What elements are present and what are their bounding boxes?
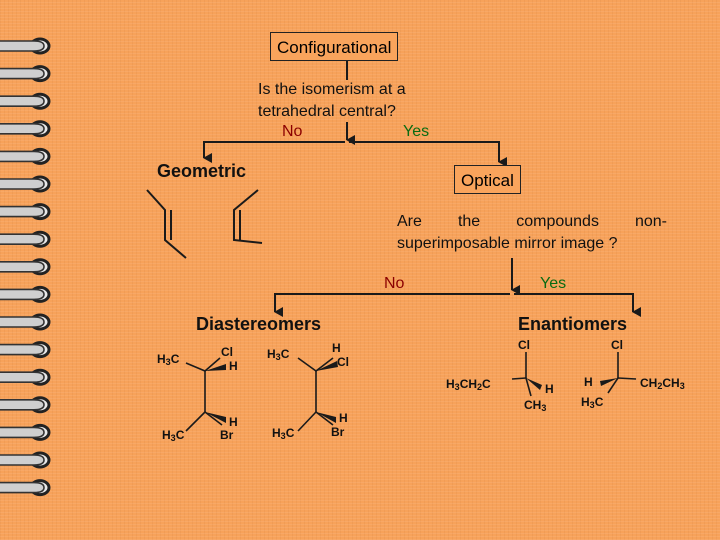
d2-c1-chlorine: Cl [337,355,349,369]
diastereomers-label: Diastereomers [196,314,322,334]
e2-chlorine: Cl [611,338,623,352]
connector-yes-optical [349,141,507,167]
d1-c2-hydrogen: H [229,415,238,429]
diastereomer-1-bonds [185,357,223,432]
spiral-ring [0,258,51,276]
spiral-ring [0,230,51,248]
spiral-ring [0,341,51,359]
spiral-ring [0,120,51,138]
d1-c1-hydrogen: H [229,359,238,373]
spiral-ring [0,285,51,303]
question-1-line-1: Is the isomerism at a [258,81,406,98]
diastereomer-2-bonds [297,357,334,432]
connector-no-geometric [203,141,345,163]
spiral-ring [0,175,51,193]
question-2-no-label: No [384,275,405,292]
question-2-yes-label: Yes [540,275,567,292]
d2-c1-hydrogen: H [332,341,341,355]
diastereomer-1-wedge-top [205,364,226,371]
d2-c2-bromine: Br [331,425,345,439]
spiral-ring [0,92,51,110]
spiral-ring [0,65,51,83]
question-1-no-label: No [282,123,303,140]
optical-node: Optical [454,165,521,194]
diastereomer-1-wedge-bottom [205,412,226,423]
spiral-ring [0,479,51,497]
enantiomer-1-wedge [526,378,542,390]
spiral-ring [0,37,51,55]
diastereomer-2-wedge-bottom [316,412,336,423]
spiral-ring [0,451,51,469]
question-2-word-1: Are [397,213,422,230]
spiral-ring [0,396,51,414]
e2-methyl: H3C [581,395,604,410]
e2-hydrogen: H [584,375,593,389]
connector-no-diastereomers [274,293,510,317]
e1-methyl: CH3 [524,398,547,413]
d1-c1-chlorine: Cl [221,345,233,359]
e1-hydrogen: H [545,382,554,396]
question-1-line-2: tetrahedral central? [258,103,396,120]
question-2-word-4: non- [634,213,667,230]
spiral-ring [0,423,51,441]
enantiomer-1-bonds [511,352,532,397]
d1-c2-bromine: Br [220,428,234,442]
spiral-ring [0,368,51,386]
geometric-label: Geometric [157,161,247,181]
question-1-yes-label: Yes [403,123,430,140]
d2-c2-methyl: H3C [272,426,295,441]
question-2-word-2: the [457,213,481,230]
spiral-ring [0,147,51,165]
enantiomers-label: Enantiomers [518,314,628,334]
d2-c1-methyl: H3C [267,347,290,362]
spiral-binding [0,37,51,497]
question-2-line-1: Are the compounds non- [397,212,667,231]
e2-ethyl: CH2CH3 [640,376,685,391]
question-2-line-2: superimposable mirror image ? [397,235,618,252]
diastereomer-2-wedge-top [316,361,338,371]
d1-c1-methyl: H3C [157,352,180,367]
spiral-ring [0,203,51,221]
configurational-node: Configurational [270,32,399,61]
d2-c2-hydrogen: H [339,411,348,425]
geometric-isomer-structures [146,189,263,259]
enantiomer-2-bonds [607,352,637,394]
e1-ethyl: H3CH2C [446,377,491,392]
d1-c2-methyl: H3C [162,428,185,443]
enantiomer-2-wedge [600,378,618,386]
connector-yes-enantiomers [514,293,641,317]
spiral-ring [0,313,51,331]
e1-chlorine: Cl [518,338,530,352]
question-2-word-3: compounds [516,213,599,230]
